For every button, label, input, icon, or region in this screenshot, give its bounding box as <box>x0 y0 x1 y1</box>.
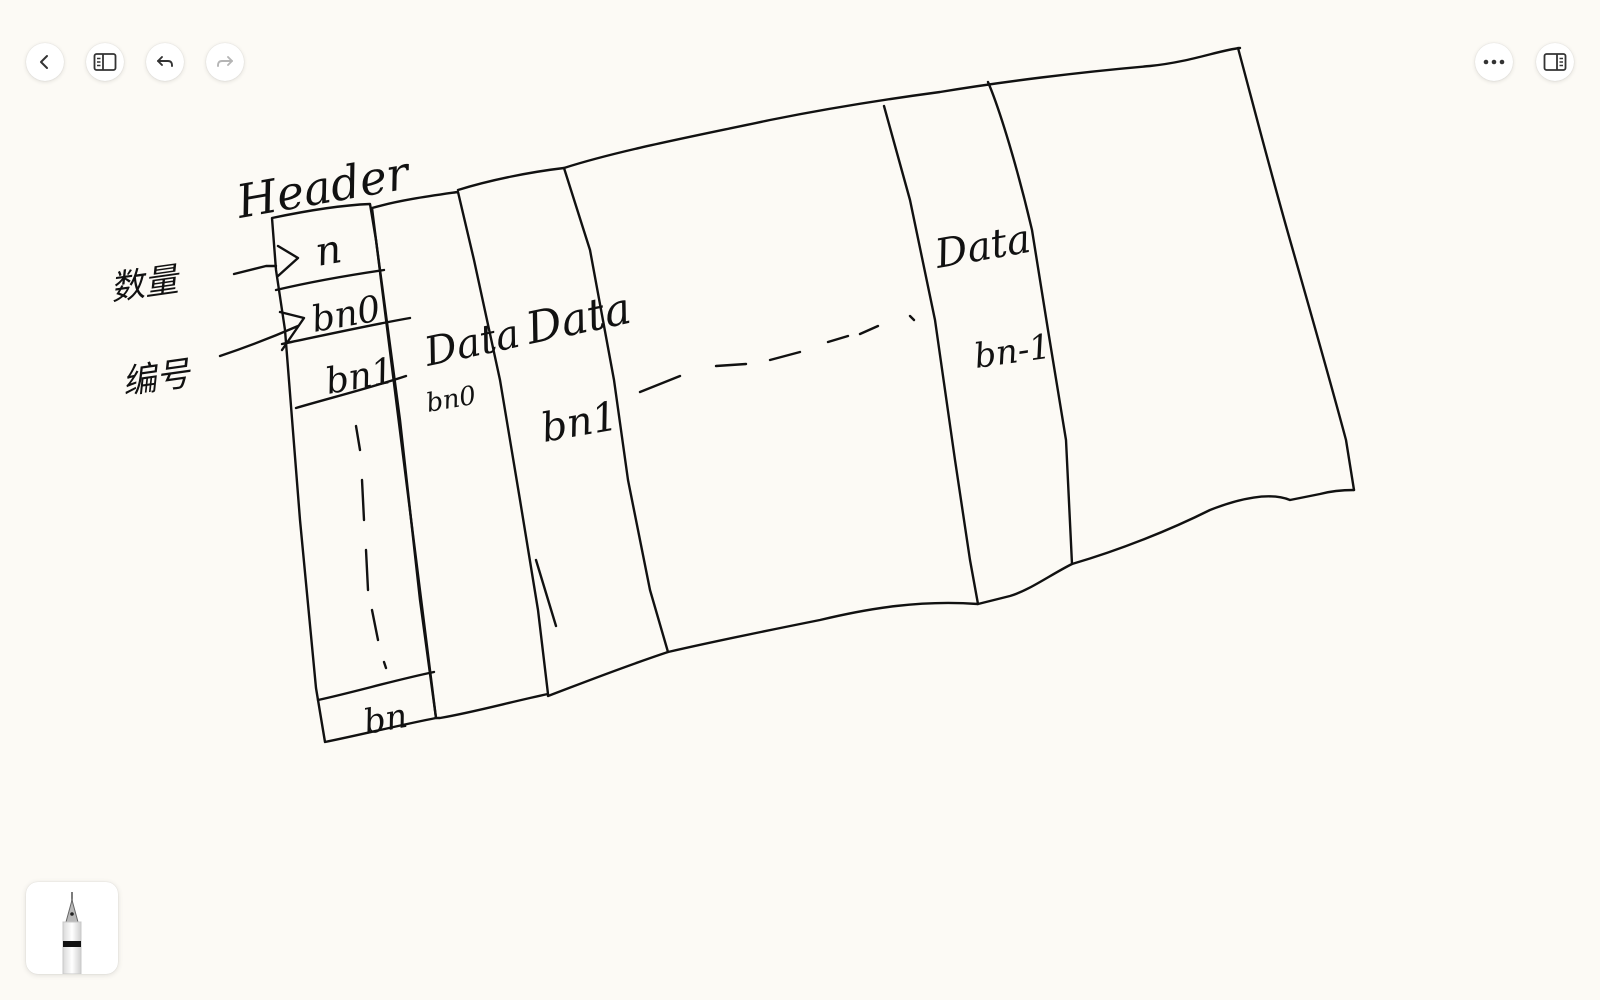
block-1-label: bn0 <box>424 381 478 419</box>
annotation-arrow <box>278 310 306 352</box>
block-2-title: Data <box>521 283 636 355</box>
back-button[interactable] <box>26 43 64 81</box>
header-cell-bn: bn <box>361 696 411 743</box>
block-3-label: bn-1 <box>972 327 1054 377</box>
undo-icon <box>157 56 173 67</box>
chevron-left-icon <box>40 55 48 69</box>
fountain-pen-icon <box>62 892 82 974</box>
block-separator <box>986 80 1074 566</box>
block-1-title: Data <box>420 311 524 376</box>
dashed-line <box>354 424 388 670</box>
annotation-arrow <box>218 324 300 358</box>
redo-icon <box>217 56 233 67</box>
header-cell-bn0: bn0 <box>308 288 383 340</box>
annotation-arrow <box>276 244 300 278</box>
right-edge <box>1236 46 1356 492</box>
split-view-icon <box>1543 53 1567 71</box>
sidebar-toggle-button[interactable] <box>86 43 124 81</box>
dashed-line <box>638 314 916 394</box>
more-options-button[interactable] <box>1475 43 1513 81</box>
inner-stroke <box>534 558 558 628</box>
data-block-1 <box>370 190 550 720</box>
more-icon <box>1483 59 1505 65</box>
annotation-number: 编号 <box>120 354 195 403</box>
redo-button[interactable] <box>206 43 244 81</box>
block-3-title: Data <box>931 216 1034 278</box>
data-block-2 <box>456 166 670 698</box>
bottom-edge <box>666 488 1356 654</box>
annotation-arrow <box>232 264 278 276</box>
undo-button[interactable] <box>146 43 184 81</box>
divider-line <box>280 316 412 346</box>
block-2-label: bn1 <box>538 393 622 452</box>
divider-line <box>274 268 386 292</box>
sidebar-icon <box>93 53 117 71</box>
annotation-count: 数量 <box>108 259 184 308</box>
top-edge <box>562 46 1242 170</box>
header-label: Header <box>232 145 416 229</box>
split-view-button[interactable] <box>1536 43 1574 81</box>
header-cell-n: n <box>312 226 345 276</box>
block-separator <box>882 104 980 606</box>
header-cell-bn1: bn1 <box>322 350 397 402</box>
pen-tool-button[interactable] <box>26 882 118 974</box>
divider-line <box>316 670 436 702</box>
